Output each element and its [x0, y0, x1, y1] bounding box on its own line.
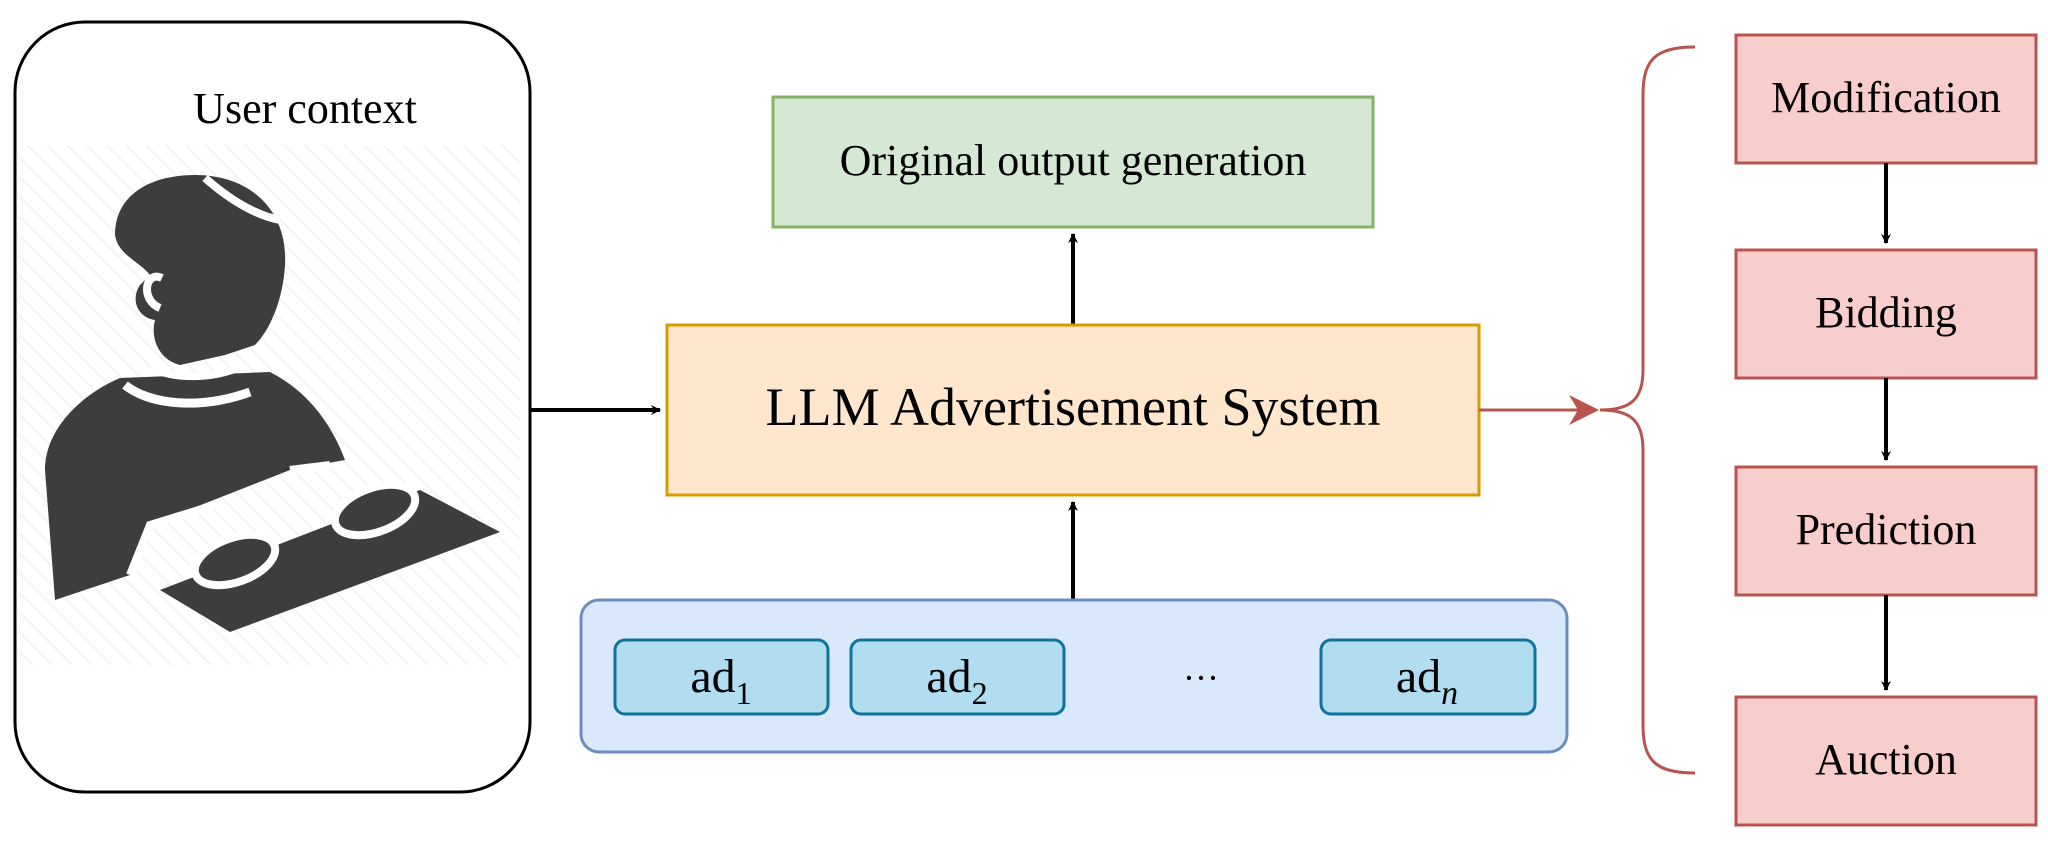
step-bidding-label: Bidding [1815, 288, 1957, 337]
ad-item-2-subscript: 2 [972, 675, 988, 711]
ads-container: ad1 ad2 ··· adn [579, 598, 1569, 754]
person-at-keyboard-icon [45, 174, 500, 632]
step-auction: Auction [1734, 695, 2038, 827]
step-modification-label: Modification [1771, 73, 2001, 122]
curly-brace [1599, 45, 1696, 775]
ad-item-2: ad2 [849, 638, 1066, 716]
ad-item-1: ad1 [613, 638, 830, 716]
step-auction-label: Auction [1815, 735, 1957, 784]
llm-system-label: LLM Advertisement System [766, 377, 1381, 437]
svg-text:ad2: ad2 [926, 650, 987, 711]
ad-item-n: adn [1319, 638, 1537, 716]
ad-item-n-label: ad [1396, 650, 1441, 703]
ad-item-1-subscript: 1 [736, 675, 752, 711]
ad-item-1-label: ad [690, 650, 735, 703]
llm-system-box: LLM Advertisement System [665, 323, 1481, 497]
user-context-title: User context [193, 84, 417, 133]
pipeline: Modification Bidding Prediction Auction [1734, 33, 2038, 827]
ad-item-n-subscript: n [1441, 675, 1458, 712]
step-prediction: Prediction [1734, 465, 2038, 597]
user-context-panel: User context [13, 20, 532, 794]
original-output-box: Original output generation [771, 95, 1375, 229]
original-output-label: Original output generation [840, 136, 1307, 185]
step-bidding: Bidding [1734, 248, 2038, 380]
svg-text:ad1: ad1 [690, 650, 751, 711]
ad-item-2-label: ad [926, 650, 971, 703]
step-prediction-label: Prediction [1796, 505, 1977, 554]
ads-ellipsis: ··· [1183, 658, 1219, 698]
step-modification: Modification [1734, 33, 2038, 165]
svg-text:adn: adn [1396, 650, 1458, 712]
